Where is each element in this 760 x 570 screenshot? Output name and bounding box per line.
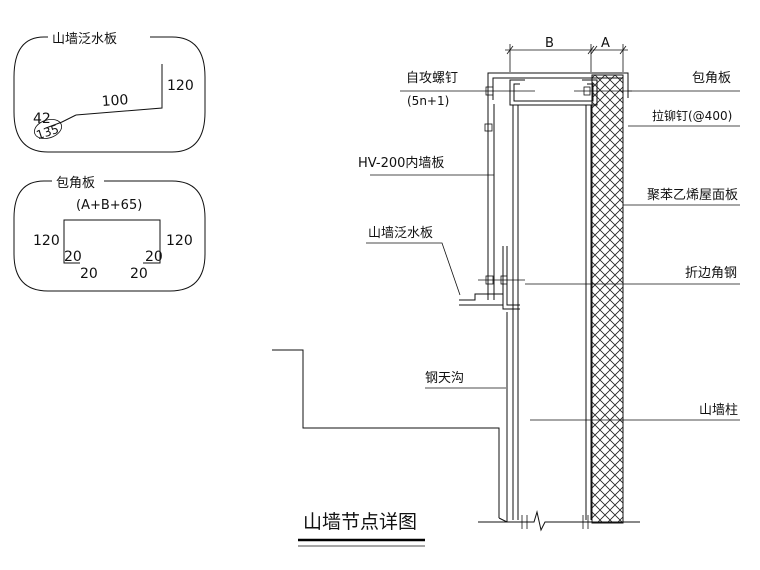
- corner-dim-left-20-h: 20: [80, 266, 98, 282]
- foam-panel: [591, 74, 624, 524]
- corner-dim-left-20-v: 20: [64, 249, 82, 265]
- detail-flashing-frame: [13, 36, 206, 153]
- top-purlin: [513, 83, 594, 102]
- label-corner-plate: 包角板: [692, 71, 731, 86]
- flashing-lip: [45, 114, 77, 129]
- flashing-dim-120: 120: [167, 78, 194, 94]
- label-gable-column: 山墙柱: [699, 403, 738, 418]
- flashing-profile: [75, 64, 163, 116]
- dim-b-label: B: [545, 36, 554, 51]
- label-angle-steel: 折边角钢: [685, 266, 737, 281]
- flashing-dim-135: 135: [34, 122, 60, 142]
- steel-gutter: [272, 349, 500, 518]
- corner-dim-left-120: 120: [33, 233, 60, 249]
- main-section: B A: [272, 36, 740, 547]
- label-rivet: 拉铆钉(@400): [652, 108, 732, 123]
- corner-plate: [487, 72, 629, 100]
- label-self-tapping-screw: 自攻螺钉: [406, 71, 458, 86]
- detail-corner-title: 包角板: [56, 176, 95, 191]
- dim-a-label: A: [601, 36, 610, 51]
- flashing-dim-42: 42: [33, 111, 51, 127]
- detail-corner-frame: [13, 180, 206, 292]
- ground-line: [478, 510, 640, 532]
- corner-dim-right-20-v: 20: [145, 249, 163, 265]
- label-gable-flashing: 山墙泛水板: [368, 226, 433, 241]
- corner-plate-profile: [63, 219, 161, 264]
- gable-flashing: [459, 293, 503, 301]
- label-hv200-panel: HV-200内墙板: [358, 155, 444, 171]
- detail-flashing: 山墙泛水板 120 100 42 135: [13, 32, 206, 153]
- corner-dim-right-20-h: 20: [130, 266, 148, 282]
- label-screw-spec: (5n+1): [407, 94, 449, 108]
- label-steel-gutter: 钢天沟: [425, 371, 464, 386]
- label-foam-panel: 聚苯乙烯屋面板: [647, 188, 738, 203]
- drawing-title: 山墙节点详图: [303, 511, 417, 533]
- angle-135-marker: [33, 119, 63, 139]
- corner-formula: (A+B+65): [76, 198, 142, 213]
- detail-corner-plate: 包角板 (A+B+65) 120 120 20 20 20 20: [13, 176, 206, 292]
- corner-dim-right-120: 120: [166, 233, 193, 249]
- detail-flashing-title: 山墙泛水板: [52, 32, 117, 47]
- flashing-dim-100: 100: [101, 92, 129, 110]
- folded-angle-steel: [506, 246, 520, 306]
